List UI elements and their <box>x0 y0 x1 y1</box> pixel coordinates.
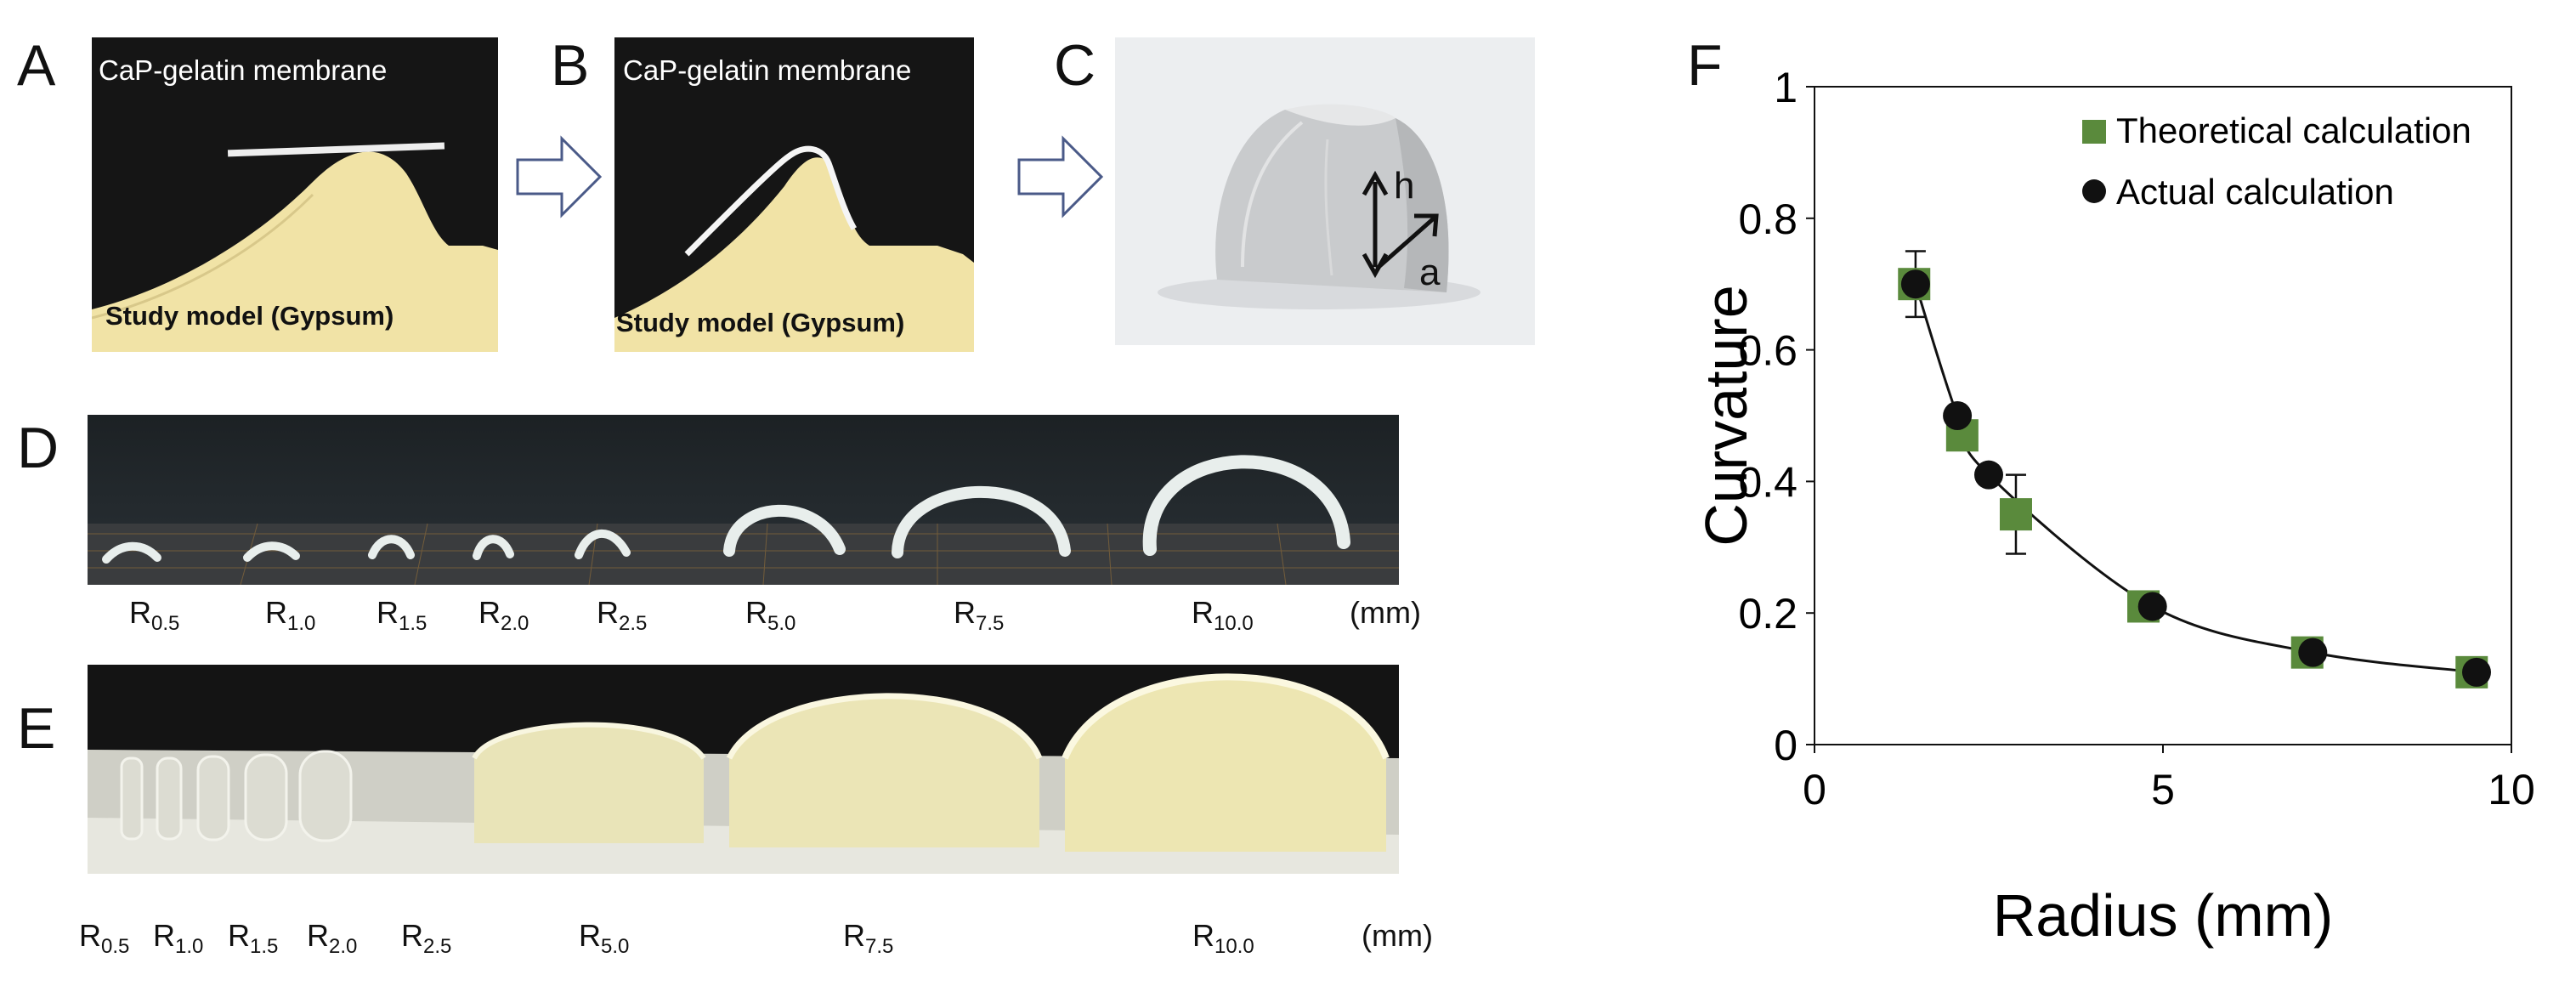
actual-point <box>1943 401 1973 430</box>
actual-point <box>2462 657 2491 687</box>
radius-label: R0.5 <box>79 918 130 959</box>
radius-label: R1.0 <box>265 595 316 636</box>
photo-panel-e <box>88 665 1399 874</box>
radius-label: R1.5 <box>376 595 427 636</box>
x-tick-label: 10 <box>2488 766 2535 813</box>
panel-letter-b: B <box>551 33 590 98</box>
height-label: h <box>1394 165 1415 207</box>
radius-label: R10.0 <box>1192 595 1254 636</box>
model-label-b: Study model (Gypsum) <box>616 308 905 337</box>
theoretical-point <box>1999 498 2032 531</box>
y-tick-label: 1 <box>1774 64 1798 111</box>
membrane-arch-illustration <box>1115 37 1535 345</box>
membrane-label-b: CaP-gelatin membrane <box>623 54 912 86</box>
panel-letter-d: D <box>17 416 59 480</box>
x-tick-label: 0 <box>1803 766 1826 813</box>
y-axis-label: Curvature <box>1693 285 1759 546</box>
width-label: a <box>1419 252 1441 293</box>
membrane-label-a: CaP-gelatin membrane <box>99 54 388 86</box>
x-axis-label: Radius (mm) <box>1993 882 2334 949</box>
legend-swatch-theoretical <box>2082 120 2106 144</box>
gypsum-model-illustration-a <box>92 37 498 352</box>
radius-label: R7.5 <box>843 918 894 959</box>
radius-label: R1.5 <box>228 918 279 959</box>
radius-label: R5.0 <box>579 918 630 959</box>
radius-label: R1.0 <box>153 918 204 959</box>
actual-point <box>2137 592 2167 621</box>
panel-letter-a: A <box>17 33 56 98</box>
gypsum-model-illustration-b <box>614 37 974 352</box>
model-label-a: Study model (Gypsum) <box>105 301 394 331</box>
actual-point <box>2298 638 2328 667</box>
panel-letter-c: C <box>1054 33 1096 98</box>
photo-panel-a: CaP-gelatin membrane Study model (Gypsum… <box>92 37 498 352</box>
unit-label: (mm) <box>1350 595 1421 630</box>
y-tick-label: 0.6 <box>1738 327 1798 375</box>
actual-point <box>1974 460 2003 490</box>
photo-panel-b: CaP-gelatin membrane Study model (Gypsum… <box>614 37 974 352</box>
photo-panel-c: h a <box>1115 37 1535 345</box>
legend-swatch-actual <box>2082 179 2106 203</box>
legend-label-actual: Actual calculation <box>2116 172 2394 212</box>
legend-label-theoretical: Theoretical calculation <box>2116 110 2471 150</box>
radius-label: R2.5 <box>597 595 648 636</box>
radius-label: R2.0 <box>307 918 358 959</box>
radius-label: R10.0 <box>1192 918 1254 959</box>
radius-label: R5.0 <box>745 595 796 636</box>
panel-letter-f: F <box>1687 33 1723 98</box>
photo-panel-d <box>88 415 1399 585</box>
arrow-b-to-c-icon <box>1017 135 1104 218</box>
radius-label: R2.5 <box>401 918 452 959</box>
y-tick-label: 0 <box>1774 722 1798 769</box>
x-tick-label: 5 <box>2151 766 2175 813</box>
actual-point <box>1900 269 1930 299</box>
resin-molds-row <box>88 665 1399 874</box>
panel-letter-e: E <box>17 696 56 761</box>
membrane-arches-row <box>88 415 1399 585</box>
unit-label: (mm) <box>1362 918 1433 953</box>
y-tick-label: 0.8 <box>1738 196 1798 243</box>
radius-label: R7.5 <box>954 595 1005 636</box>
radius-label: R2.0 <box>478 595 529 636</box>
arrow-a-to-b-icon <box>516 135 603 218</box>
y-tick-label: 0.4 <box>1738 458 1798 506</box>
y-tick-label: 0.2 <box>1738 590 1798 638</box>
radius-label: R0.5 <box>129 595 180 636</box>
